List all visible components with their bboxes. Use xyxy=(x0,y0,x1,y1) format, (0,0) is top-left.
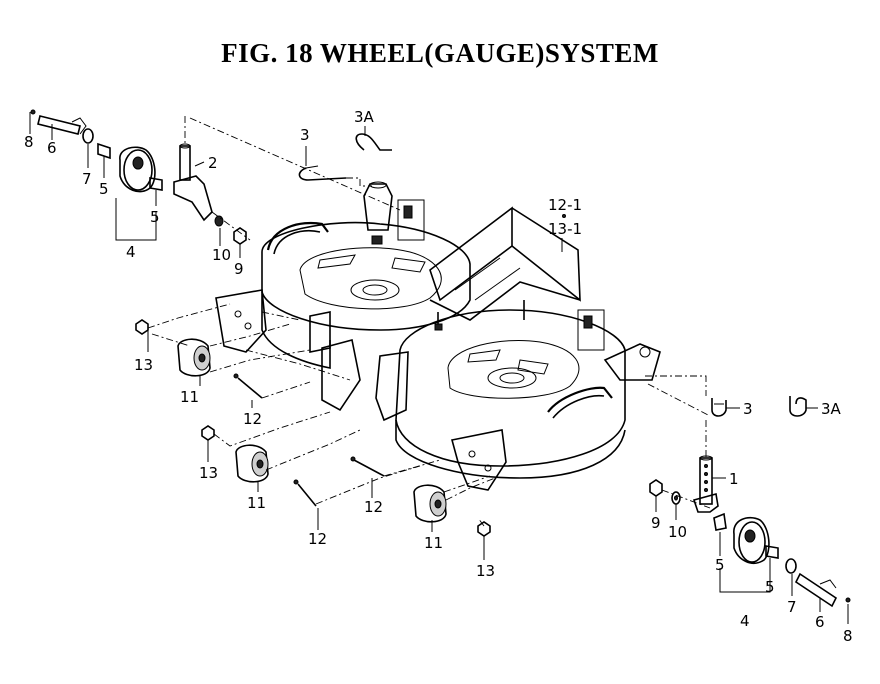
hairpin-clip-3-top xyxy=(298,165,372,187)
bushing-5c xyxy=(713,512,727,531)
bushing-5d xyxy=(765,545,779,559)
callout-5: 5 xyxy=(765,578,775,596)
callout-5: 5 xyxy=(715,556,725,574)
callout-10: 10 xyxy=(212,246,231,264)
roller-bolt-12b xyxy=(297,483,317,507)
callout-3: 3 xyxy=(743,400,753,418)
callout-13: 13 xyxy=(476,562,495,580)
left-gauge-wheel-assembly xyxy=(30,109,401,245)
deck-roller-11b xyxy=(235,444,269,483)
callout-12-1: 12-1 xyxy=(548,196,582,214)
nut-13a xyxy=(135,319,149,335)
roller-bolt-12c xyxy=(353,459,385,477)
callout-8: 8 xyxy=(843,627,853,645)
callout-12: 12 xyxy=(364,498,383,516)
callout-8: 8 xyxy=(24,133,34,151)
nut-9 xyxy=(233,227,247,245)
callout-11: 11 xyxy=(180,388,199,406)
gauge-wheel-4b xyxy=(733,516,770,564)
pin-8b xyxy=(845,597,851,603)
callout-11: 11 xyxy=(247,494,266,512)
gauge-wheel-4 xyxy=(119,146,156,193)
callout-3A: 3A xyxy=(354,108,375,126)
callout-2: 2 xyxy=(208,154,218,172)
axle-bolt-6b xyxy=(794,572,838,608)
hairpin-clip-3A-top xyxy=(355,133,392,151)
callout-13: 13 xyxy=(199,464,218,482)
callout-10: 10 xyxy=(668,523,687,541)
callout-labels: 8 6 7 5 5 4 2 10 9 3 3A 12-1 13-1 13 11 … xyxy=(24,108,853,645)
callout-3A: 3A xyxy=(821,400,842,418)
callout-5: 5 xyxy=(150,208,160,226)
nut-13c xyxy=(477,521,491,537)
callout-1: 1 xyxy=(729,470,739,488)
callout-5: 5 xyxy=(99,180,109,198)
leader-lines xyxy=(29,112,849,624)
callout-7: 7 xyxy=(82,170,92,188)
deck-roller-11a xyxy=(177,338,211,377)
axle-bolt-6 xyxy=(37,115,81,135)
callout-13: 13 xyxy=(134,356,153,374)
callout-11: 11 xyxy=(424,534,443,552)
washer-7 xyxy=(82,128,94,144)
callout-6: 6 xyxy=(815,613,825,631)
nut-13b xyxy=(201,425,215,441)
bushing-5 xyxy=(97,142,111,160)
figure-title: FIG. 18 WHEEL(GAUGE)SYSTEM xyxy=(221,38,659,68)
pin-8 xyxy=(30,109,36,115)
callout-7: 7 xyxy=(787,598,797,616)
right-gauge-arm-1 xyxy=(692,455,719,513)
callout-13-1: 13-1 xyxy=(548,220,582,238)
callout-4: 4 xyxy=(126,243,136,261)
bushing-5b xyxy=(149,177,163,191)
washer-10 xyxy=(214,215,224,227)
roller-bolt-12a xyxy=(237,377,263,399)
marker-12-1 xyxy=(562,214,566,218)
mower-deck xyxy=(215,181,661,491)
callout-3: 3 xyxy=(300,126,310,144)
callout-9: 9 xyxy=(234,260,244,278)
hairpin-clip-3A-right xyxy=(789,396,807,417)
nut-9b xyxy=(649,479,663,497)
callout-9: 9 xyxy=(651,514,661,532)
callout-4: 4 xyxy=(740,612,750,630)
hairpin-clip-3-right xyxy=(711,398,727,417)
callout-6: 6 xyxy=(47,139,57,157)
callout-12: 12 xyxy=(243,410,262,428)
deck-roller-11c xyxy=(413,484,447,523)
callout-12: 12 xyxy=(308,530,327,548)
gauge-arm-2 xyxy=(173,143,213,222)
washer-7b xyxy=(785,558,797,574)
